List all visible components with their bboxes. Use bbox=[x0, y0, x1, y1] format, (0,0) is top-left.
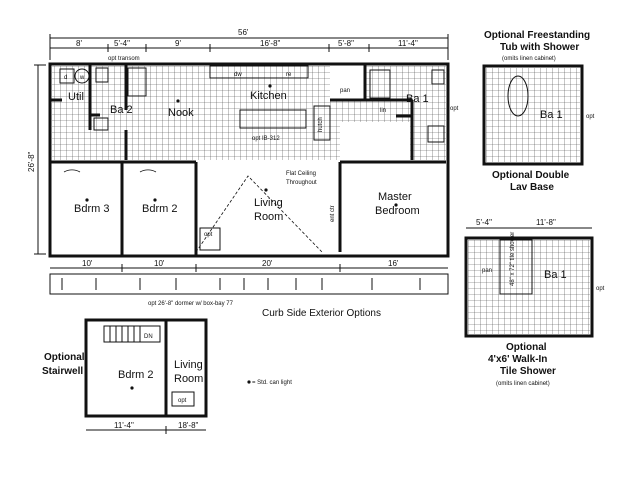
sink-bath1 bbox=[427, 125, 445, 143]
sink-bath2 bbox=[93, 117, 109, 131]
option-tub-title-1: Optional Freestanding bbox=[484, 30, 590, 41]
kitchen-counter bbox=[209, 65, 309, 79]
top-dim-5: 5'-8" bbox=[338, 39, 354, 48]
stair-living-2: Room bbox=[174, 373, 203, 385]
walkin-walls bbox=[464, 236, 594, 338]
washer bbox=[74, 68, 90, 84]
can-light-legend: = Std. can light bbox=[252, 380, 292, 386]
stair-opt: opt bbox=[178, 398, 187, 404]
opt-transom-note: opt transom bbox=[108, 56, 140, 62]
exterior-strip bbox=[49, 273, 449, 295]
bottom-dim-4: 16' bbox=[388, 259, 399, 268]
walkin-title-2: 4'x6' Walk-In bbox=[488, 354, 547, 365]
top-dim-2: 5'-4" bbox=[114, 39, 130, 48]
stair-title-1: Optional bbox=[44, 352, 85, 363]
walkin-subtitle: (omits linen cabinet) bbox=[496, 381, 550, 387]
stair-dn: DN bbox=[144, 334, 153, 340]
stair-dim-2: 18'-8" bbox=[178, 421, 199, 430]
room-bedroom3: Bdrm 3 bbox=[74, 203, 109, 215]
option-walkin-shower: 5'-4" 11'-8" 48" x 72" tile shower Ba 1 … bbox=[464, 218, 605, 387]
walkin-dim-2: 11'-8" bbox=[536, 218, 556, 227]
opt-ib312-note: opt IB-312 bbox=[252, 136, 280, 142]
option-freestanding-tub: Optional Freestanding Tub with Shower (o… bbox=[482, 30, 595, 193]
option-tub-walls bbox=[482, 64, 584, 166]
bedroom-walls bbox=[50, 160, 198, 256]
exterior-walls bbox=[48, 62, 450, 258]
tub-bath1 bbox=[369, 69, 391, 99]
option-tub-subtitle: (omits linen cabinet) bbox=[502, 56, 556, 62]
kitchen-island bbox=[239, 109, 307, 129]
bath1-pan: pan bbox=[340, 88, 350, 94]
toilet-bath2 bbox=[95, 67, 109, 83]
hutch bbox=[313, 105, 331, 141]
ent-ctr-note: ent ctr bbox=[330, 205, 336, 222]
room-utility: Util bbox=[68, 91, 84, 103]
room-bath2: Ba 2 bbox=[110, 104, 133, 116]
overall-width-dim: 56' bbox=[238, 28, 249, 37]
walkin-pan: pan bbox=[482, 268, 492, 274]
walkin-title-1: Optional bbox=[506, 342, 547, 353]
bottom-dim-1: 10' bbox=[82, 259, 93, 268]
tub-bath2 bbox=[127, 67, 147, 97]
walkin-tile-shower bbox=[499, 239, 533, 295]
top-dim-3: 9' bbox=[175, 39, 181, 48]
walkin-room: Ba 1 bbox=[544, 269, 567, 281]
walkin-dim-1: 5'-4" bbox=[476, 218, 492, 227]
bath1-walls bbox=[330, 64, 414, 160]
stair-title-2: Stairwell bbox=[42, 366, 83, 377]
living-opt: opt bbox=[204, 232, 213, 238]
walkin-title-3: Tile Shower bbox=[500, 366, 556, 377]
curb-side-title: Curb Side Exterior Options bbox=[262, 308, 381, 319]
option-tub-opt: opt bbox=[586, 114, 595, 120]
dryer-label: d bbox=[64, 75, 67, 81]
room-kitchen: Kitchen bbox=[250, 90, 287, 102]
option-lav-line1: Optional Double bbox=[492, 170, 570, 181]
flat-ceiling-note-2: Throughout bbox=[286, 180, 317, 186]
walkin-shower-label: 48" x 72" tile shower bbox=[510, 232, 516, 286]
option-lav-line2: Lav Base bbox=[510, 182, 554, 193]
room-nook: Nook bbox=[168, 107, 194, 119]
top-dim-4: 16'-8" bbox=[260, 39, 281, 48]
option-tub-title-2: Tub with Shower bbox=[500, 42, 579, 53]
stair-dim-1: 11'-4" bbox=[114, 421, 134, 430]
top-dim-1: 8' bbox=[76, 39, 82, 48]
bottom-dim-3: 20' bbox=[262, 259, 273, 268]
stair-living-1: Living bbox=[174, 359, 203, 371]
dormer-note: opt 26'-8" dormer w/ box-bay 77 bbox=[148, 301, 234, 307]
room-bath1: Ba 1 bbox=[406, 93, 429, 105]
bath1-opt: opt bbox=[450, 106, 459, 112]
bath1-lin: lin bbox=[380, 108, 386, 114]
dishwasher-label: dw bbox=[234, 72, 242, 78]
overall-depth-dim: 26'-8" bbox=[27, 151, 36, 172]
stair-bedroom: Bdrm 2 bbox=[118, 369, 153, 381]
washer-label: w bbox=[79, 75, 85, 81]
room-living-2: Room bbox=[254, 211, 283, 223]
stair-walls bbox=[84, 318, 208, 418]
hutch-label: hutch bbox=[318, 117, 324, 132]
walkin-opt: opt bbox=[596, 286, 605, 292]
stair-opt-box bbox=[171, 391, 195, 407]
room-master-2: Bedroom bbox=[375, 205, 420, 217]
room-master-1: Master bbox=[378, 191, 412, 203]
option-stairwell: Optional Stairwell DN Bdrm 2 Living Room… bbox=[42, 318, 292, 434]
room-living-1: Living bbox=[254, 197, 283, 209]
freestanding-tub bbox=[507, 75, 529, 117]
vaulted-ceiling-lines bbox=[195, 175, 323, 253]
stairs bbox=[103, 325, 161, 343]
flat-ceiling-note-1: Flat Ceiling bbox=[286, 171, 316, 177]
bottom-dim-2: 10' bbox=[154, 259, 165, 268]
top-dim-6: 11'-4" bbox=[398, 39, 418, 48]
fridge-label: re bbox=[286, 72, 292, 78]
room-bedroom2: Bdrm 2 bbox=[142, 203, 177, 215]
master-walls bbox=[338, 160, 446, 252]
living-opt-fireplace bbox=[199, 227, 221, 251]
option-tub-room: Ba 1 bbox=[540, 109, 563, 121]
utility-walls bbox=[50, 64, 128, 160]
dryer bbox=[59, 68, 75, 84]
main-plan: 56' 8' 5'-4" 9' 16'-8" 5'-8" 11'-4" 26'-… bbox=[27, 28, 459, 319]
toilet-bath1 bbox=[431, 69, 445, 85]
